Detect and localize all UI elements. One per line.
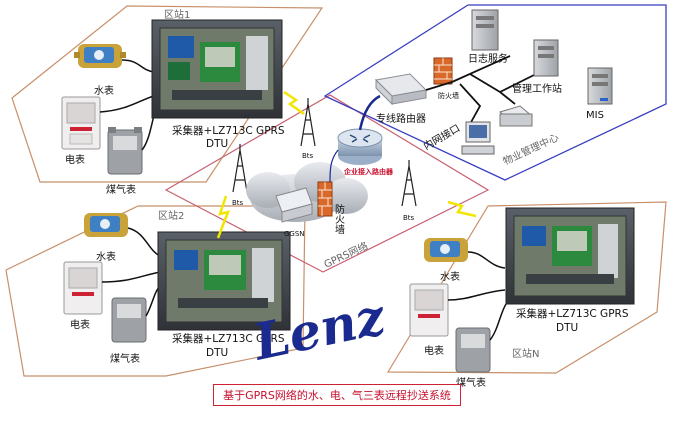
log-server-label: 日志服务 — [468, 52, 508, 65]
lightning-zone1 — [283, 90, 305, 116]
bts-tower-left — [232, 144, 248, 193]
zone2-region — [5, 205, 306, 377]
collector-2-label-line2: DTU — [206, 347, 228, 359]
system-caption: 基于GPRS网络的水、电、气三表远程抄送系统 — [223, 389, 451, 402]
printer — [498, 105, 534, 127]
electric-meter-1 — [61, 96, 101, 150]
collector-n-label-line1: 采集器+LZ713C GPRS — [516, 307, 629, 320]
zoneN-region — [386, 201, 667, 374]
internal-interface-label: 内网接口 — [421, 121, 462, 152]
gas-meter-n — [455, 327, 491, 373]
electric-meter-1-label: 电表 — [65, 153, 85, 166]
mgmt-workstation — [533, 39, 559, 77]
wire-zoneN-water — [467, 251, 506, 269]
collector-n-label-line2: DTU — [556, 322, 578, 334]
collector-box-n — [505, 207, 635, 305]
collector-box-1 — [151, 19, 283, 119]
internal-pc — [461, 121, 495, 155]
mis-server-label: MIS — [586, 110, 604, 121]
firewall-left — [317, 181, 333, 217]
firewall-right — [433, 57, 453, 85]
link-router-firewall — [329, 149, 339, 183]
gas-meter-1-label: 煤气表 — [106, 183, 136, 196]
gas-meter-2-label: 煤气表 — [110, 352, 140, 365]
ggsn-label: GGSN — [284, 230, 305, 238]
gas-meter-n-label: 煤气表 — [456, 376, 486, 389]
water-meter-n-label: 水表 — [440, 270, 460, 283]
electric-meter-2 — [63, 261, 103, 315]
bts-tower-right — [401, 160, 417, 207]
ggsn-device — [275, 187, 313, 223]
zoneN-label: 区站N — [512, 347, 539, 360]
wire-zone1-electric — [99, 95, 155, 113]
water-meter-2-label: 水表 — [96, 250, 116, 263]
firewall-left-label: 防火墙 — [333, 203, 345, 235]
wire-zoneN-electric — [447, 289, 506, 301]
gas-meter-2 — [111, 297, 147, 343]
wire-zone2-water — [127, 227, 161, 257]
firewall-right-label: 防火墙 — [438, 91, 459, 100]
mgmt-workstation-label: 管理工作站 — [512, 82, 562, 95]
caption-box: 基于GPRS网络的水、电、气三表远程抄送系统 — [213, 384, 461, 406]
enterprise-router-label: 企业接入路由器 — [343, 167, 394, 176]
electric-meter-2-label: 电表 — [70, 318, 90, 331]
electric-meter-n — [409, 283, 449, 337]
center-backbone — [425, 55, 541, 125]
water-meter-2 — [84, 213, 128, 237]
electric-meter-n-label: 电表 — [424, 344, 444, 357]
log-server — [471, 9, 499, 51]
bts-top-label: Bts — [302, 152, 314, 160]
bts-tower-top — [300, 98, 316, 147]
enterprise-router — [337, 128, 383, 165]
wire-zoneN-gas — [489, 303, 507, 341]
collector-1-label-line1: 采集器+LZ713C GPRS — [172, 124, 285, 137]
collector-1-label-line2: DTU — [206, 138, 228, 150]
water-meter-1-label: 水表 — [94, 84, 114, 97]
leased-router — [374, 73, 428, 106]
lightning-zoneN — [447, 200, 477, 218]
gas-meter-1 — [107, 127, 143, 175]
water-meter-1 — [74, 44, 126, 68]
water-meter-n — [424, 238, 468, 262]
link-router-leased — [358, 94, 381, 131]
gprs-network-label: GPRS网络 — [322, 239, 370, 271]
zone2-label: 区站2 — [158, 209, 184, 222]
property-center-label: 物业管理中心 — [501, 131, 561, 168]
lightning-zone2 — [216, 195, 231, 239]
wire-zone1-water — [121, 59, 155, 73]
zone1-label: 区站1 — [164, 8, 190, 21]
wire-zone2-electric — [101, 271, 161, 283]
bts-right-label: Bts — [403, 214, 415, 222]
leased-router-label: 专线路由器 — [376, 112, 426, 125]
collector-box-2 — [157, 231, 291, 331]
mis-server — [587, 67, 613, 105]
property-center-region — [323, 4, 667, 181]
collector-2-label-line1: 采集器+LZ713C GPRS — [172, 332, 285, 345]
bts-left-label: Bts — [232, 199, 244, 207]
